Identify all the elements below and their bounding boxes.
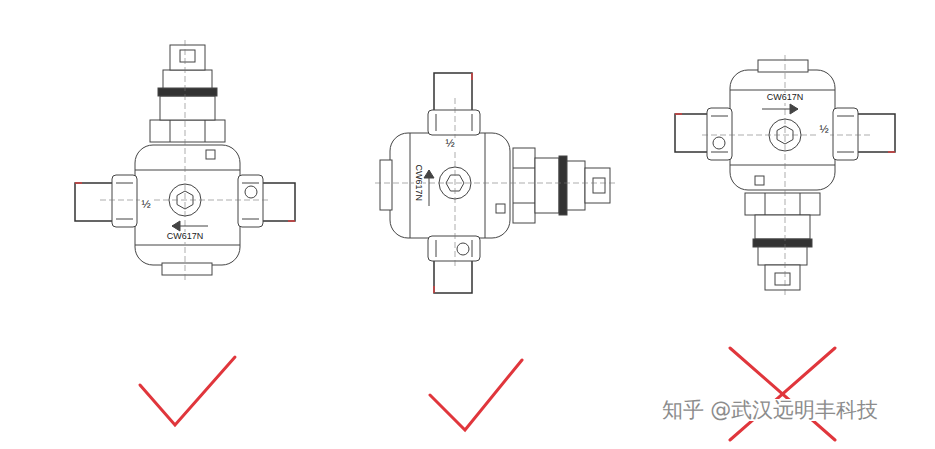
valve-drawing: [675, 55, 895, 295]
watermark: 知乎 @武汉远明丰科技: [659, 399, 882, 421]
size-mark: ½: [140, 199, 151, 211]
size-mark: ½: [444, 138, 455, 150]
valve-drawing: [75, 40, 295, 280]
check-mark: [140, 357, 235, 425]
material-code: CW617N: [766, 93, 805, 102]
valve-drawing: [375, 73, 615, 293]
cross-mark: [730, 348, 835, 440]
size-mark: ½: [818, 124, 829, 136]
check-mark: [430, 360, 522, 430]
material-code: CW617N: [166, 232, 205, 241]
material-code: CW617N: [413, 164, 422, 203]
